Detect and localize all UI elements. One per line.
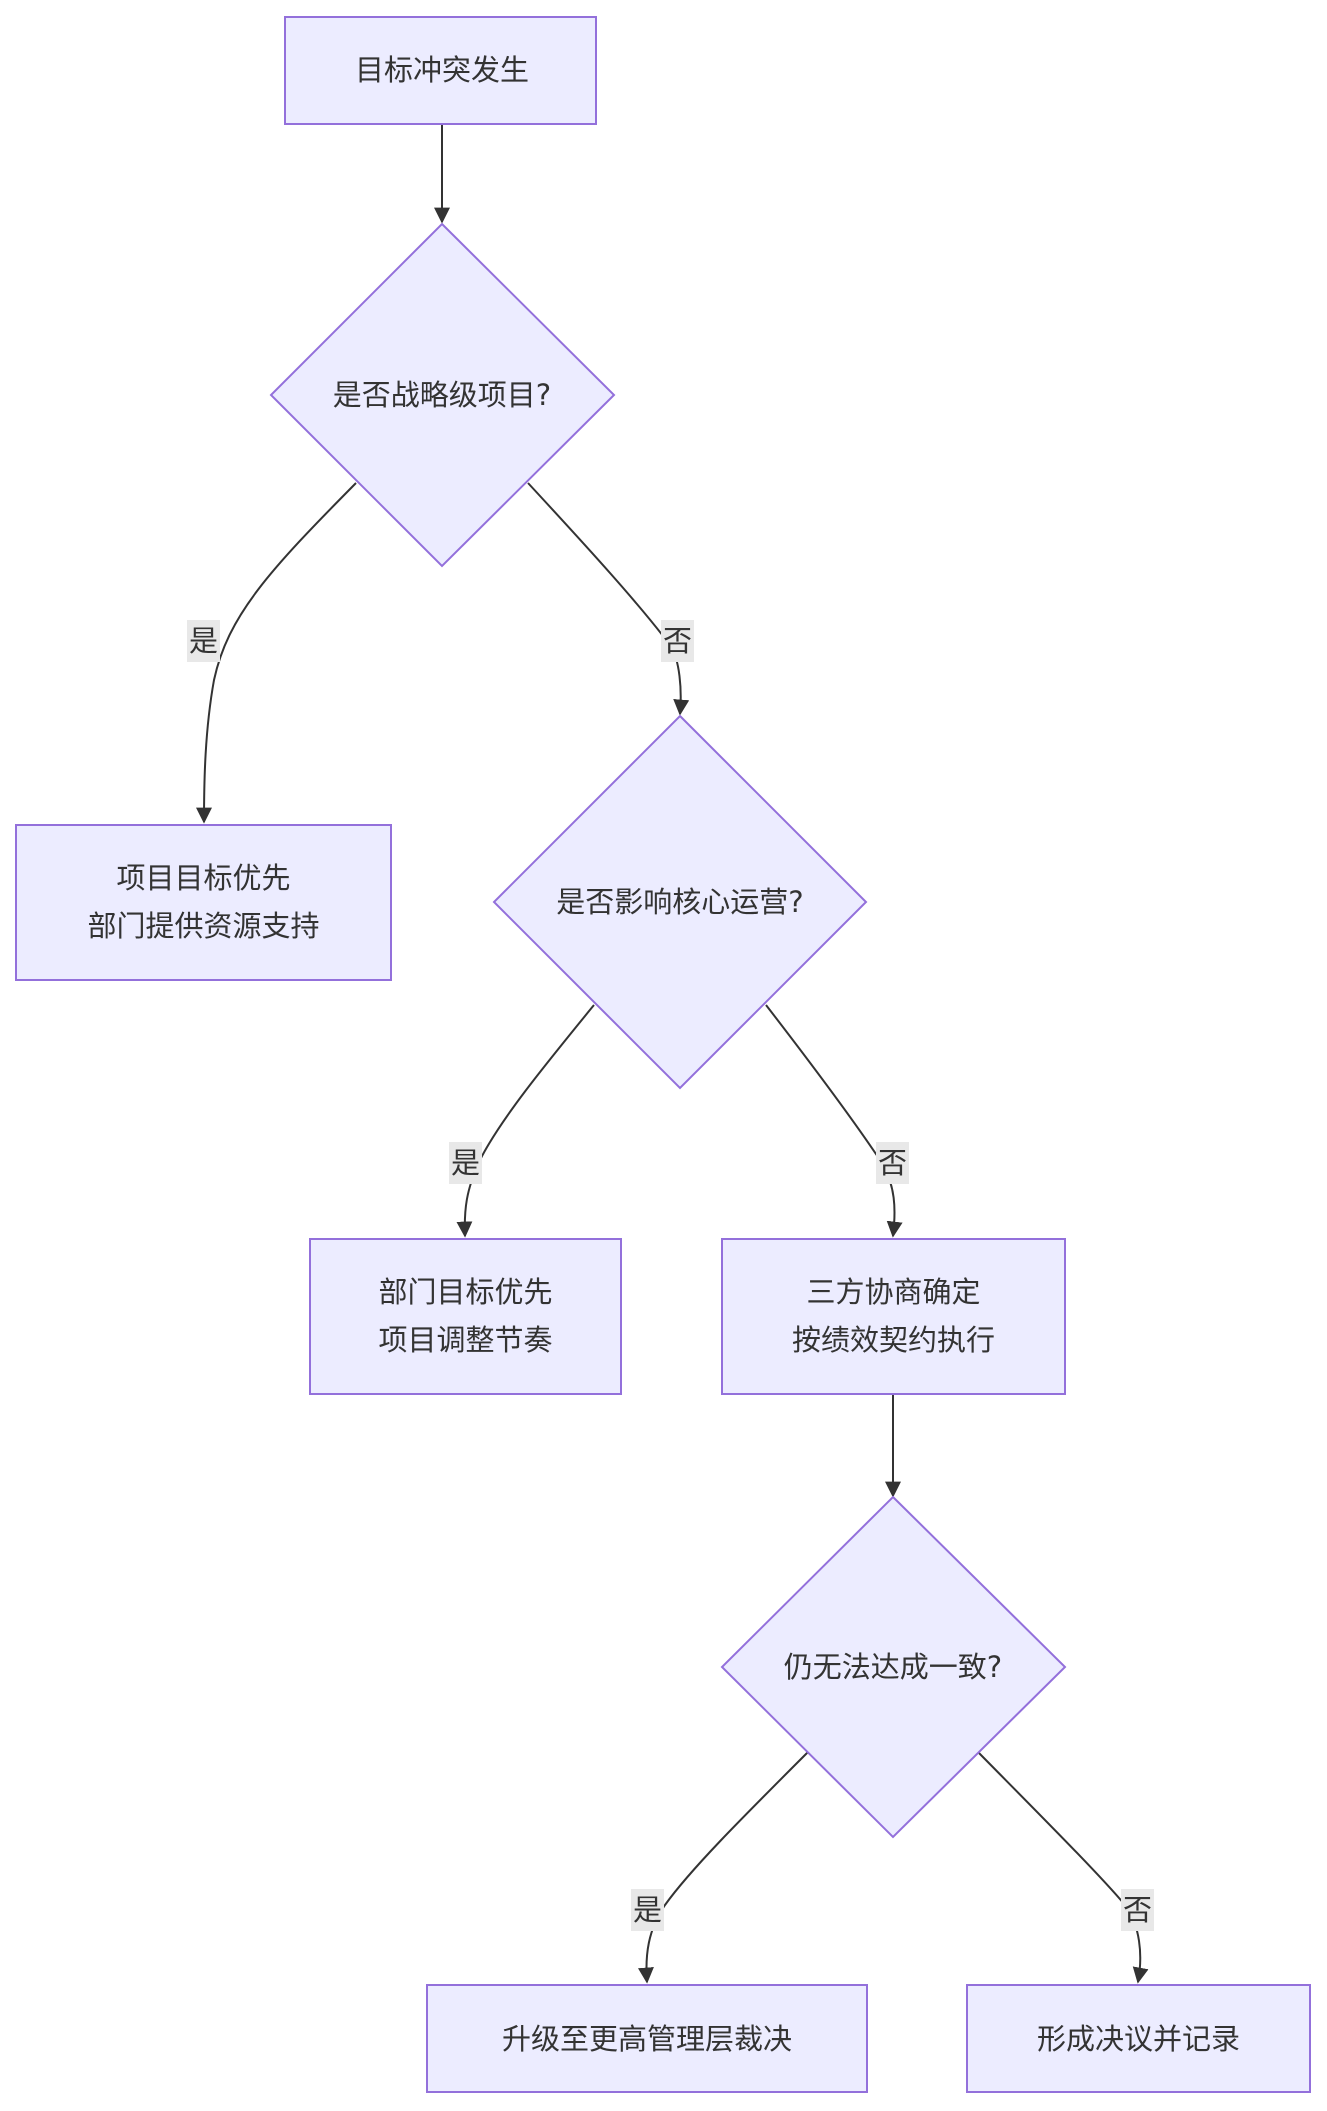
node-project-priority-line2: 部门提供资源支持	[87, 909, 319, 943]
node-project-priority: 项目目标优先 部门提供资源支持	[15, 824, 392, 981]
edge-label-strategic-no: 否	[661, 620, 694, 662]
node-project-priority-line1: 项目目标优先	[116, 861, 290, 895]
node-dept-priority: 部门目标优先 项目调整节奏	[309, 1238, 622, 1395]
edge-consensus-yes	[637, 1751, 809, 1984]
edge-label-consensus-yes: 是	[631, 1889, 664, 1931]
decision-strategic-text: 是否战略级项目?	[333, 378, 551, 412]
edge-consensus-no	[977, 1751, 1149, 1984]
edge-label-core-no: 否	[876, 1142, 909, 1184]
edge-label-core-no-text: 否	[878, 1146, 907, 1180]
edge-label-consensus-no: 否	[1121, 1889, 1154, 1931]
edge-label-core-yes: 是	[449, 1142, 482, 1184]
node-negotiate: 三方协商确定 按绩效契约执行	[721, 1238, 1066, 1395]
node-start: 目标冲突发生	[284, 16, 597, 125]
edge-label-strategic-no-text: 否	[663, 624, 692, 658]
decision-core-ops-text: 是否影响核心运营?	[556, 885, 803, 919]
edge-label-strategic-yes-text: 是	[189, 624, 218, 658]
node-start-text: 目标冲突发生	[355, 53, 529, 87]
edge-label-core-yes-text: 是	[451, 1146, 480, 1180]
edge-core-no	[765, 1004, 903, 1238]
node-escalate: 升级至更高管理层裁决	[426, 1984, 868, 2093]
node-dept-priority-line2: 项目调整节奏	[378, 1323, 552, 1357]
edge-core-yes	[456, 1004, 595, 1238]
node-escalate-text: 升级至更高管理层裁决	[502, 2022, 792, 2056]
edge-label-consensus-yes-text: 是	[633, 1893, 662, 1927]
node-dept-priority-line1: 部门目标优先	[378, 1275, 552, 1309]
decision-strategic: 是否战略级项目?	[269, 222, 616, 568]
decision-core-ops: 是否影响核心运营?	[492, 714, 868, 1090]
decision-consensus-text: 仍无法达成一致?	[784, 1650, 1002, 1684]
node-negotiate-line2: 按绩效契约执行	[792, 1323, 995, 1357]
decision-consensus: 仍无法达成一致?	[720, 1495, 1067, 1839]
node-resolution-text: 形成决议并记录	[1037, 2022, 1240, 2056]
edge-strategic-yes	[196, 482, 357, 824]
edge-label-strategic-yes: 是	[187, 620, 220, 662]
node-resolution: 形成决议并记录	[966, 1984, 1311, 2093]
edge-strategic-no	[527, 482, 690, 716]
edge-label-consensus-no-text: 否	[1123, 1893, 1152, 1927]
node-negotiate-line1: 三方协商确定	[806, 1275, 980, 1309]
